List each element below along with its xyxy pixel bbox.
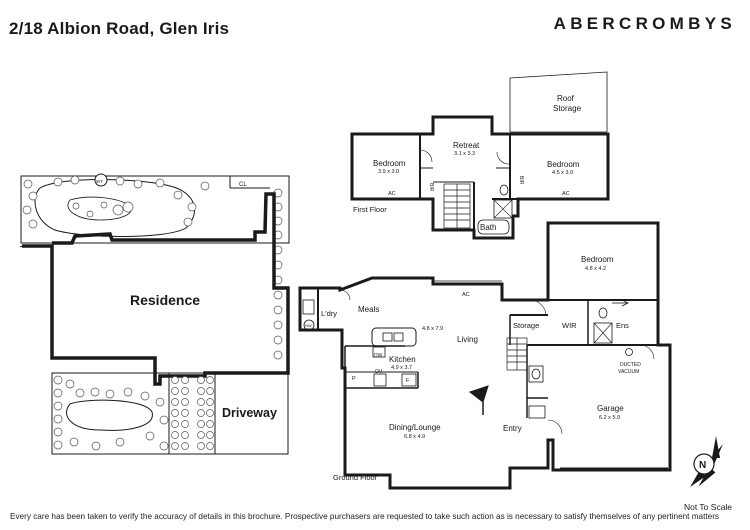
ground-floor-outline — [298, 221, 672, 490]
shrubs-rear — [53, 375, 214, 451]
ac-ff-right: AC — [562, 191, 570, 197]
bedroom-ff-left-label: Bedroom — [373, 159, 406, 168]
compass-north-letter: N — [699, 460, 706, 471]
living-label: Living — [457, 335, 478, 344]
roof-storage-label-1: Roof — [557, 94, 575, 103]
bir-left: BIR — [428, 183, 434, 192]
fridge-label: F — [406, 378, 410, 384]
first-floor-outline — [350, 115, 610, 240]
north-compass-icon: N — [690, 436, 723, 487]
oven-label: OV — [375, 369, 383, 375]
ground-floor-label: Ground Floor — [333, 473, 378, 482]
not-to-scale-label: Not To Scale — [684, 502, 733, 512]
retreat-size: 3.1 x 3.3 — [454, 151, 475, 157]
bedroom-gf-size: 4.8 x 4.2 — [585, 266, 606, 272]
wir-label: WIR — [562, 321, 577, 330]
water-tank-icon — [94, 173, 108, 187]
clothesline-label: CL — [239, 182, 247, 188]
ducted-vacuum-label-1: DUCTED — [620, 362, 641, 368]
hot-water-icon — [303, 319, 315, 331]
driveway-label: Driveway — [222, 406, 277, 420]
ensuite-label: Ens — [616, 321, 629, 330]
bedroom-ff-right-size: 4.5 x 3.0 — [552, 170, 573, 176]
storage-label: Storage — [513, 321, 539, 330]
site-plan — [20, 173, 290, 455]
bedroom-ff-left-size: 3.9 x 3.0 — [378, 169, 399, 175]
ducted-vacuum-icon — [625, 348, 633, 356]
residence-outline — [22, 192, 290, 386]
dining-size: 6.8 x 4.9 — [404, 434, 425, 440]
bath-label: Bath — [480, 223, 496, 232]
first-floor-plan — [350, 71, 610, 240]
header: 2/18 Albion Road, Glen Iris ABERCROMBYS — [0, 0, 750, 50]
dining-label: Dining/Lounge — [389, 423, 441, 432]
dishwasher-label: DW — [374, 353, 383, 359]
laundry-label: L'dry — [321, 309, 337, 318]
ducted-vacuum-label-2: VACUUM — [618, 369, 639, 375]
hot-water-label: HW — [305, 323, 312, 328]
bedroom-gf-label: Bedroom — [581, 255, 614, 264]
property-address: 2/18 Albion Road, Glen Iris — [9, 19, 230, 38]
kitchen-size: 4.9 x 3.7 — [391, 365, 412, 371]
first-floor-label: First Floor — [353, 205, 387, 214]
meals-label: Meals — [358, 305, 379, 314]
kitchen-island — [371, 327, 417, 347]
ac-ff-left: AC — [388, 191, 396, 197]
water-tank-label: WT — [96, 179, 103, 184]
garage-size: 6.2 x 5.9 — [599, 415, 620, 421]
bir-right: BIR — [518, 176, 524, 185]
ac-gf: AC — [462, 292, 470, 298]
living-size: 4.8 x 7.9 — [422, 326, 443, 332]
roof-storage-label-2: Storage — [553, 104, 582, 113]
garage-label: Garage — [597, 404, 624, 413]
retreat-label: Retreat — [453, 141, 480, 150]
front-garden — [20, 175, 290, 244]
agency-logo: ABERCROMBYS — [553, 14, 736, 33]
ground-floor-plan — [298, 221, 672, 490]
entry-label: Entry — [503, 424, 522, 433]
bedroom-ff-right-label: Bedroom — [547, 160, 580, 169]
pantry-label: P — [352, 376, 356, 382]
kitchen-label: Kitchen — [389, 355, 416, 364]
residence-label: Residence — [130, 292, 200, 308]
disclaimer-text: Every care has been taken to verify the … — [10, 512, 720, 521]
shrubs-top — [22, 175, 283, 360]
